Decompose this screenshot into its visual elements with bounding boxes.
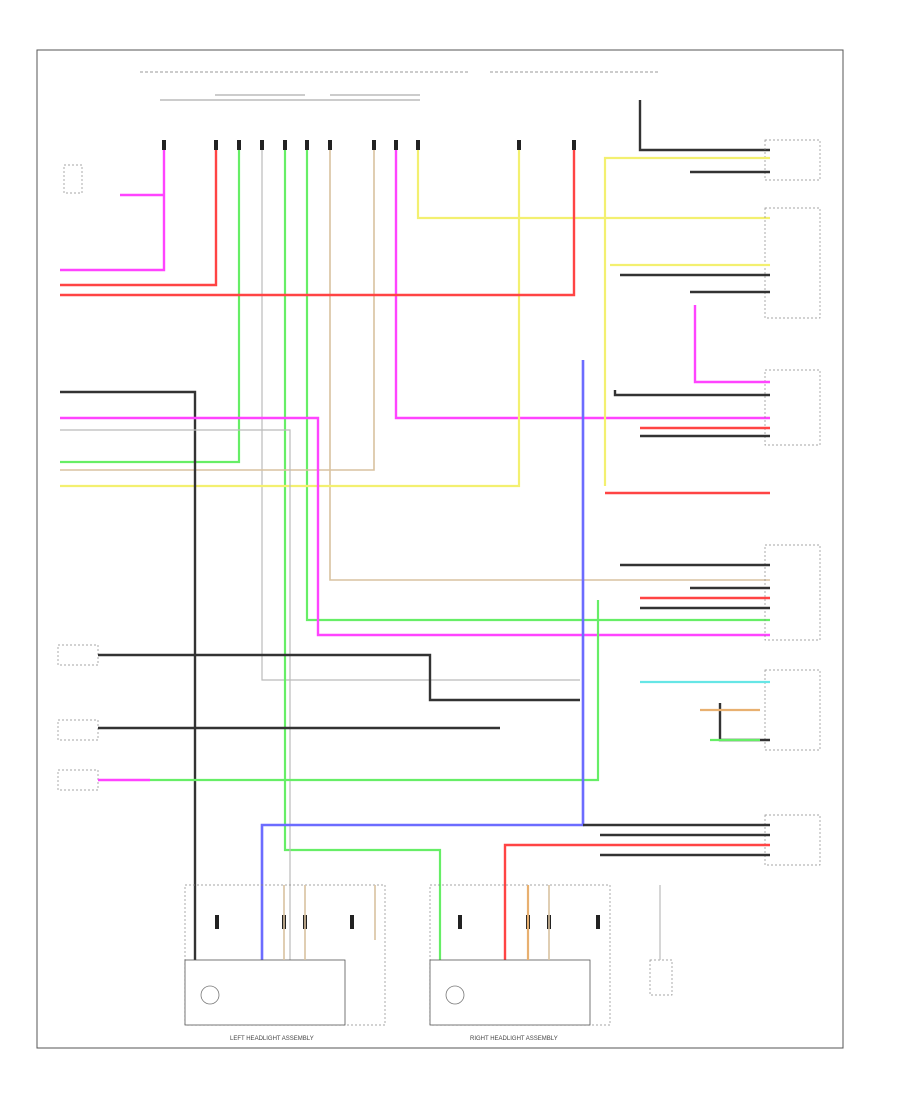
- diagram-frame: [36, 49, 844, 1049]
- left-headlight-label: LEFT HEADLIGHT ASSEMBLY: [230, 1036, 314, 1042]
- left-horizontal-wires: [60, 390, 770, 980]
- right-connectors: [764, 139, 821, 866]
- left-headlight-assembly: LEFT HEADLIGHT ASSEMBLY: [184, 884, 386, 1042]
- top-connector-header: [140, 71, 660, 150]
- right-headlight-assembly: RIGHT HEADLIGHT ASSEMBLY: [429, 884, 611, 1042]
- right-wires: [260, 156, 770, 960]
- left-components: [57, 164, 99, 791]
- right-level-sensor: [649, 885, 673, 996]
- right-headlight-label: RIGHT HEADLIGHT ASSEMBLY: [470, 1036, 558, 1042]
- header-pin-stubs: [162, 140, 576, 150]
- header-wires: [60, 100, 770, 960]
